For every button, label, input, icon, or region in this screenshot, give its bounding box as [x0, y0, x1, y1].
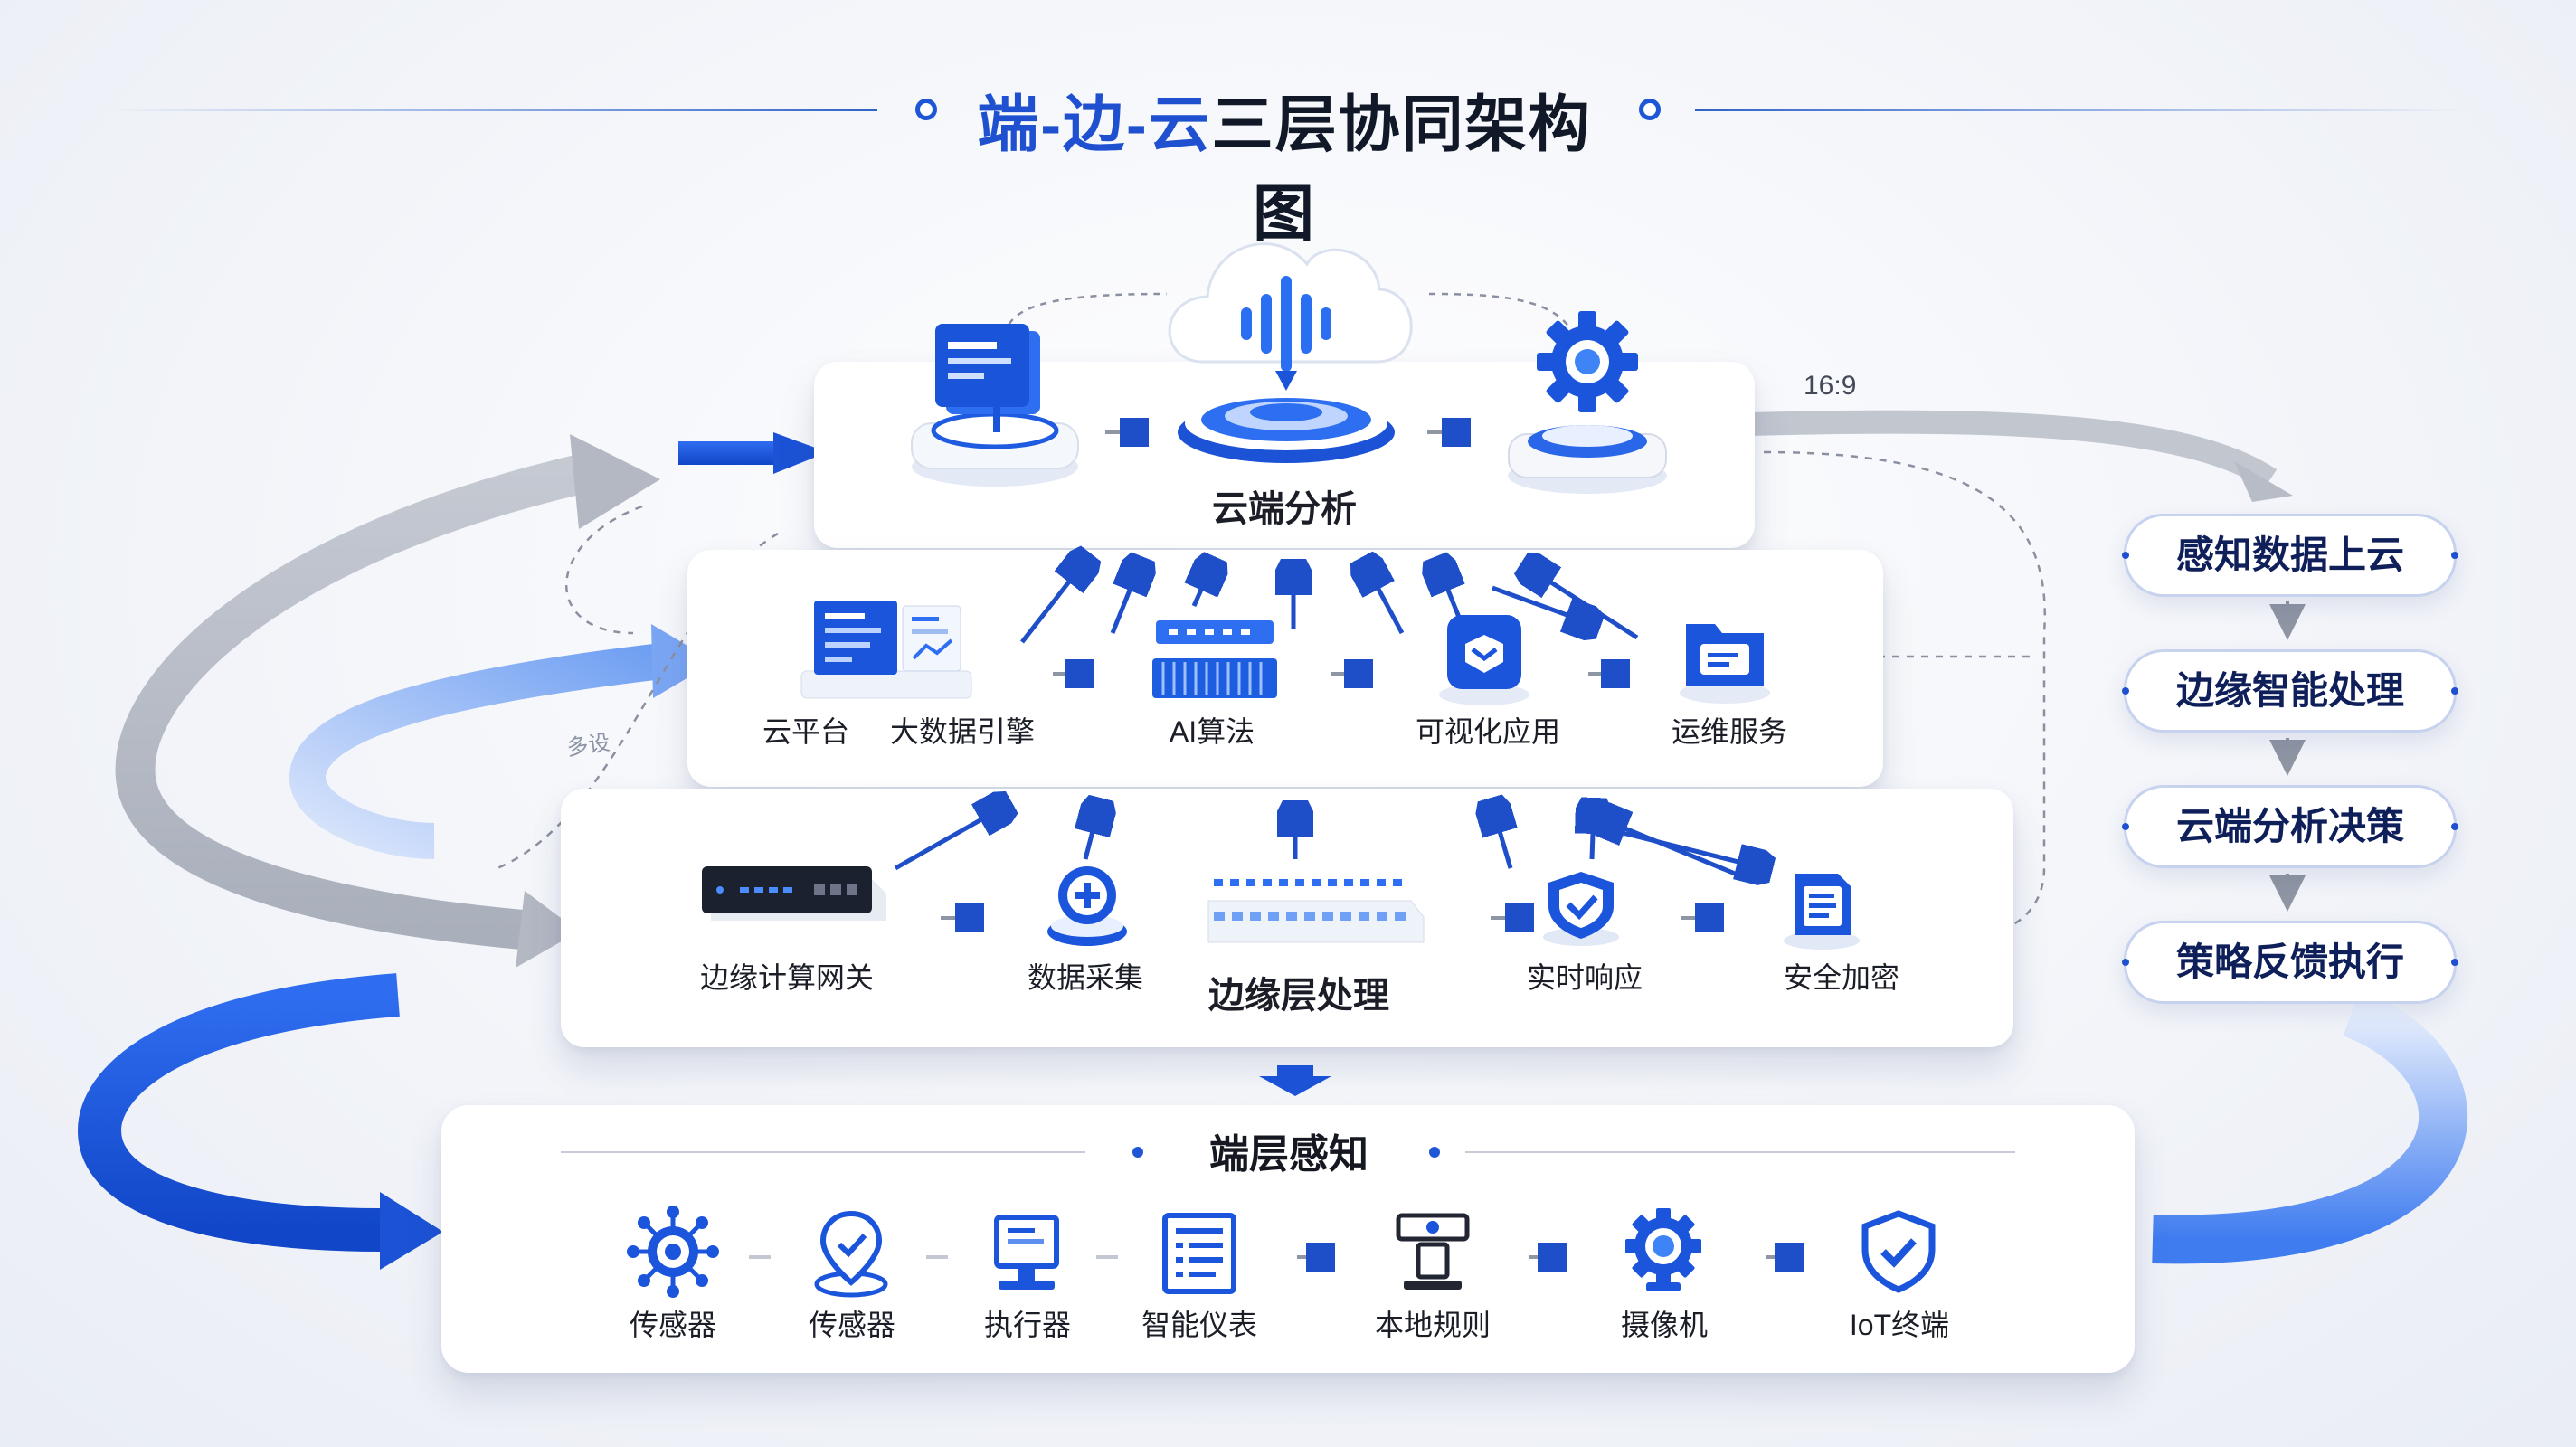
title-line-left	[109, 109, 877, 111]
device-item-camera-label: 摄像机	[1620, 1309, 1708, 1341]
feedback-arrow-lightblue-head	[651, 624, 715, 698]
cloud-analytics-icon	[1168, 242, 1413, 463]
sensor-network-icon	[627, 1206, 719, 1298]
edge-item-security-label: 安全加密	[1783, 961, 1899, 994]
dashed-link-left-2	[497, 532, 779, 870]
flow-return-arrow-blue	[2152, 989, 2468, 1264]
input-arrow-blue	[678, 441, 778, 465]
return-arrow-blue-head	[380, 1192, 443, 1270]
flow-step-feedback: 策略反馈执行	[2122, 921, 2458, 1004]
visual-app-icon	[1439, 615, 1530, 705]
flow-step-upload: 感知数据上云	[2122, 514, 2458, 597]
meter-icon	[1162, 1213, 1236, 1294]
title-accent: 端-边-云	[977, 90, 1212, 159]
device-item-rules-label: 本地规则	[1374, 1309, 1491, 1341]
device-item-actuator-label: 执行器	[983, 1309, 1071, 1341]
gateway-icon	[702, 866, 886, 921]
iot-shield-icon	[1861, 1210, 1936, 1293]
feedback-arrow-lightblue	[289, 642, 672, 859]
shield-check-icon	[1543, 872, 1619, 946]
edge-layer-label: 边缘层处理	[1208, 976, 1389, 1016]
platform-item-bigdata-label: 大数据引擎	[889, 715, 1035, 748]
aspect-ratio-label: 16:9	[1804, 371, 1857, 401]
platform-item-visual-label: 可视化应用	[1415, 715, 1560, 748]
device-item-meter-label: 智能仪表	[1141, 1309, 1257, 1341]
output-arrow-gray	[1718, 410, 2278, 489]
document-icon	[1784, 874, 1860, 950]
flow-step-edge-process: 边缘智能处理	[2122, 649, 2458, 733]
feedback-arrow-gray-lower-head	[516, 891, 579, 968]
chip-icon	[1152, 620, 1277, 698]
flow-step-cloud-decision: 云端分析决策	[2122, 785, 2458, 868]
platform-item-cloud-label: 云平台	[762, 715, 849, 748]
output-arrow-gray-head	[2234, 461, 2293, 502]
rules-icon	[1396, 1213, 1470, 1290]
device-item-sensor-1-label: 传感器	[629, 1309, 716, 1341]
device-item-sensor-2-label: 传感器	[808, 1309, 895, 1341]
location-sensor-icon	[814, 1210, 888, 1298]
title-dot-right	[1639, 99, 1661, 120]
title-bar: 端-边-云三层协同架构图	[0, 63, 2576, 249]
edge-item-collect-label: 数据采集	[1027, 961, 1143, 994]
title-main: 三层协同架构图	[1211, 90, 1592, 249]
feedback-arrow-gray-head	[570, 434, 660, 529]
platform-item-ops-label: 运维服务	[1671, 715, 1787, 748]
title-line-right	[1695, 109, 2464, 111]
plus-disc-icon	[1047, 866, 1127, 946]
device-tier	[441, 1105, 2135, 1373]
device-layer-label: 端层感知	[1209, 1132, 1368, 1177]
device-item-iot-label: IoT终端	[1849, 1309, 1950, 1341]
cloud-layer-label: 云端分析	[1212, 489, 1357, 529]
actuator-icon	[994, 1215, 1059, 1290]
monitor-panel-icon	[800, 601, 972, 699]
camera-icon	[1625, 1208, 1701, 1291]
edge-item-gateway-label: 边缘计算网关	[699, 961, 874, 994]
dashboard-screen-icon	[911, 324, 1079, 487]
dashed-link-left-1	[565, 505, 643, 635]
folder-icon	[1680, 624, 1770, 704]
feedback-arrow-gray	[115, 450, 601, 951]
input-arrow-blue-head	[773, 432, 828, 474]
dashed-link-right	[1763, 450, 2046, 933]
down-arrow	[1259, 1065, 1331, 1096]
edge-server-rack-icon	[1208, 879, 1425, 943]
platform-item-ai-label: AI算法	[1169, 715, 1255, 748]
gear-icon	[1508, 311, 1667, 494]
edge-item-realtime-label: 实时响应	[1526, 961, 1643, 994]
return-arrow-blue	[77, 973, 400, 1252]
page-title: 端-边-云三层协同架构图	[959, 74, 1610, 253]
title-dot-left	[915, 99, 937, 120]
